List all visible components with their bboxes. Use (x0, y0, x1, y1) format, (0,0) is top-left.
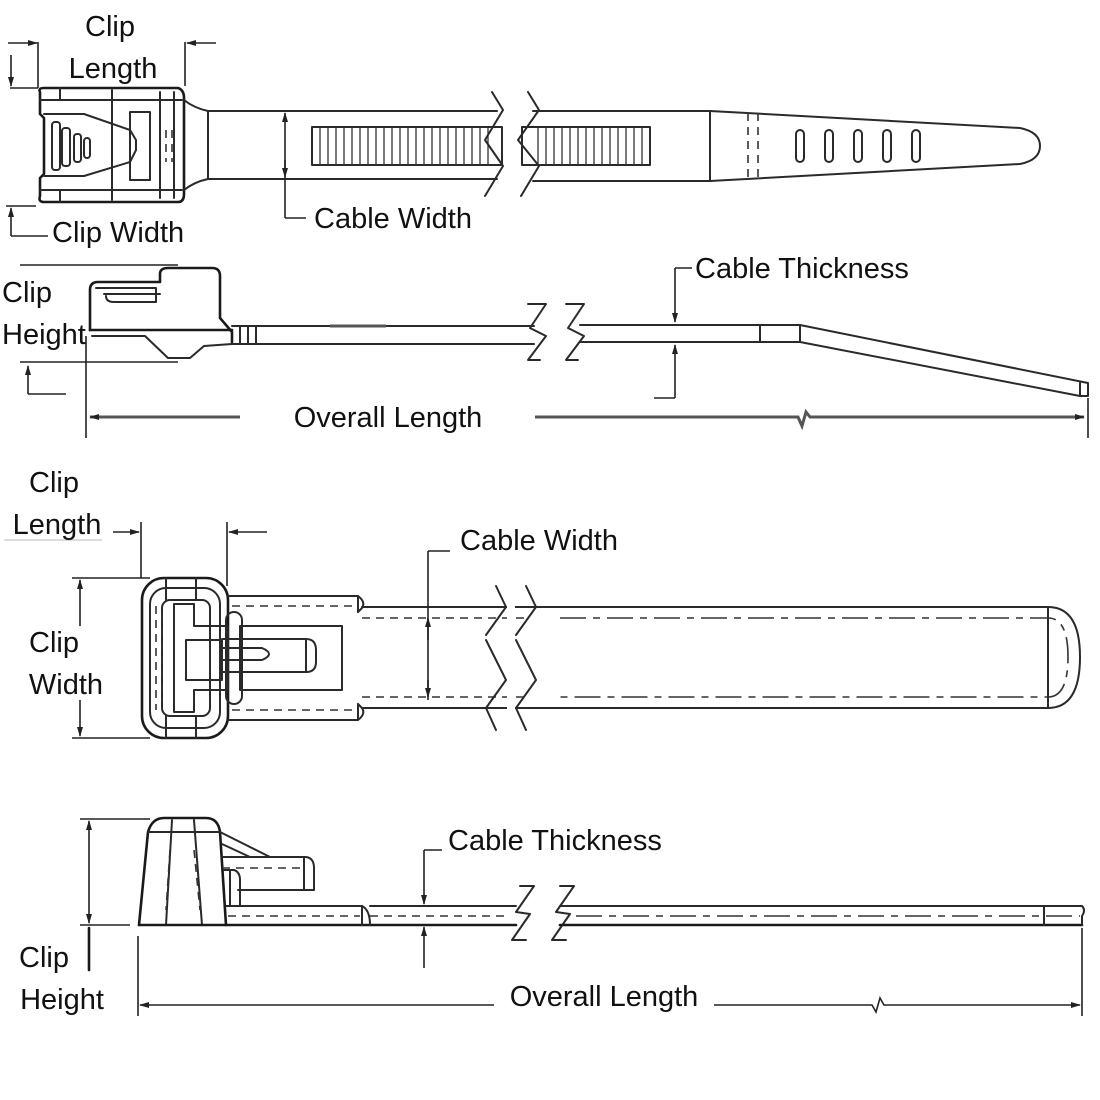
clip-width-label: Clip Width (52, 217, 184, 249)
strap-side (231, 303, 1089, 397)
overall-length-dimension-2 (137, 928, 1083, 1016)
clip-width-dimension-2 (72, 577, 150, 739)
clip-width-dimension-1 (6, 205, 48, 237)
cable-width-dimension-2 (425, 550, 450, 700)
clip-head-top-2 (140, 576, 343, 740)
clip-height-label-line2: Height (2, 319, 86, 351)
clip-length-label-line1: Clip (85, 11, 135, 43)
strap-side-2 (137, 885, 1085, 941)
clip-height-label-2-line2: Height (20, 984, 104, 1016)
clip-height-dimension-2 (80, 818, 150, 972)
overall-length-label: Overall Length (294, 402, 483, 434)
cable-width-label-2: Cable Width (460, 525, 618, 557)
cable-thickness-dimension-2 (421, 849, 442, 968)
overall-length-dimension-1 (85, 336, 1089, 438)
clip-width-label-2-line1: Clip (29, 627, 79, 659)
clip-length-label-line2: Length (69, 53, 158, 85)
clip-height-label-2-line1: Clip (19, 942, 69, 974)
releasable-tie-top-view: Clip Length Clip Width Cable Width (4, 467, 1081, 740)
strap-top (183, 91, 1041, 197)
clip-height-dimension-1 (20, 264, 178, 395)
cable-thickness-label: Cable Thickness (695, 253, 909, 285)
clip-height-label-line1: Clip (2, 277, 52, 309)
cable-width-dimension-1 (282, 112, 306, 219)
clip-length-label-2-line1: Clip (29, 467, 79, 499)
clip-head-side (88, 266, 257, 359)
releasable-tie-side-view: Clip Height Cable Thickness Overall Leng… (19, 816, 1085, 1016)
clip-length-label-2-line2: Length (13, 509, 102, 541)
standard-tie-top-view: Clip Length Clip Width Cable Width (6, 11, 1041, 249)
cable-width-label: Cable Width (314, 203, 472, 235)
clip-head-top (38, 86, 186, 204)
clip-length-dimension-1 (8, 40, 216, 89)
clip-length-dimension-2 (4, 522, 267, 586)
clip-width-label-2-line2: Width (29, 669, 103, 701)
cable-thickness-label-2: Cable Thickness (448, 825, 662, 857)
cable-thickness-dimension-1 (654, 267, 692, 399)
standard-tie-side-view: Clip Height Cable Thickness Overall Leng… (2, 253, 1089, 438)
strap-top-2 (227, 585, 1081, 731)
overall-length-label-2: Overall Length (510, 981, 699, 1013)
clip-head-side-2 (137, 816, 315, 927)
